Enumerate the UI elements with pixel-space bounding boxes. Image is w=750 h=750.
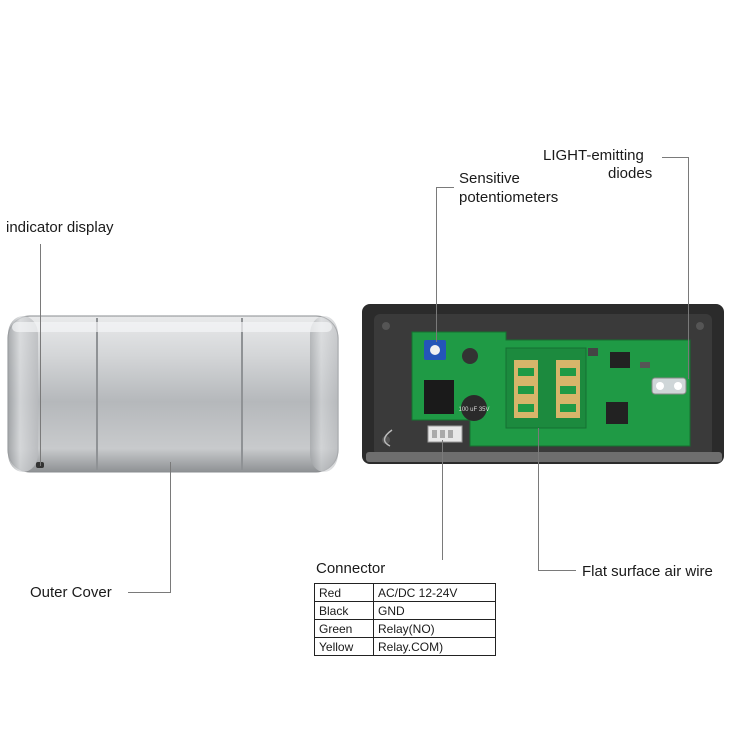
- capacitor-icon: [461, 395, 487, 421]
- leader-outer-cover-v: [170, 462, 171, 593]
- table-row: Green Relay(NO): [314, 619, 496, 638]
- wire-function: AC/DC 12-24V: [373, 583, 496, 602]
- leader-potentiometer-h: [436, 187, 454, 188]
- label-light-1: LIGHT-emitting: [543, 147, 644, 164]
- table-row: Red AC/DC 12-24V: [314, 583, 496, 602]
- label-light-2: diodes: [608, 165, 653, 182]
- pcb-board: 100 uF 35V: [411, 331, 691, 447]
- label-flat-surface: Flat surface air wire: [582, 563, 713, 580]
- leader-led-h: [662, 157, 688, 158]
- outer-cover-device: [7, 315, 339, 473]
- table-row: Yellow Relay.COM): [314, 637, 496, 656]
- label-sensitive-2: potentiometers: [459, 189, 559, 206]
- wire-color: Red: [314, 583, 374, 602]
- table-row: Black GND: [314, 601, 496, 620]
- wire-function: GND: [373, 601, 496, 620]
- wire-function: Relay(NO): [373, 619, 496, 638]
- leader-potentiometer-v: [436, 187, 437, 342]
- relay-icon: [424, 380, 454, 414]
- leader-outer-cover-h: [128, 592, 170, 593]
- capacitor-text: 100 uF 35V: [458, 407, 489, 413]
- wire-color: Black: [314, 601, 374, 620]
- leader-connector: [442, 440, 443, 560]
- label-sensitive-1: Sensitive: [459, 170, 520, 187]
- leader-flat-surface-v: [538, 428, 539, 570]
- wire-color: Green: [314, 619, 374, 638]
- label-outer-cover: Outer Cover: [30, 584, 112, 601]
- leader-flat-surface-h: [538, 570, 576, 571]
- label-indicator-display: indicator display: [6, 219, 114, 236]
- wire-color: Yellow: [314, 637, 374, 656]
- connector-table: Red AC/DC 12-24V Black GND Green Relay(N…: [314, 583, 496, 656]
- connector-title: Connector: [316, 560, 386, 577]
- leader-led-v: [688, 157, 689, 379]
- wire-function: Relay.COM): [373, 637, 496, 656]
- open-housing-device: 100 uF 35V: [362, 304, 724, 464]
- led-icon: [651, 377, 687, 395]
- leader-indicator: [40, 244, 41, 466]
